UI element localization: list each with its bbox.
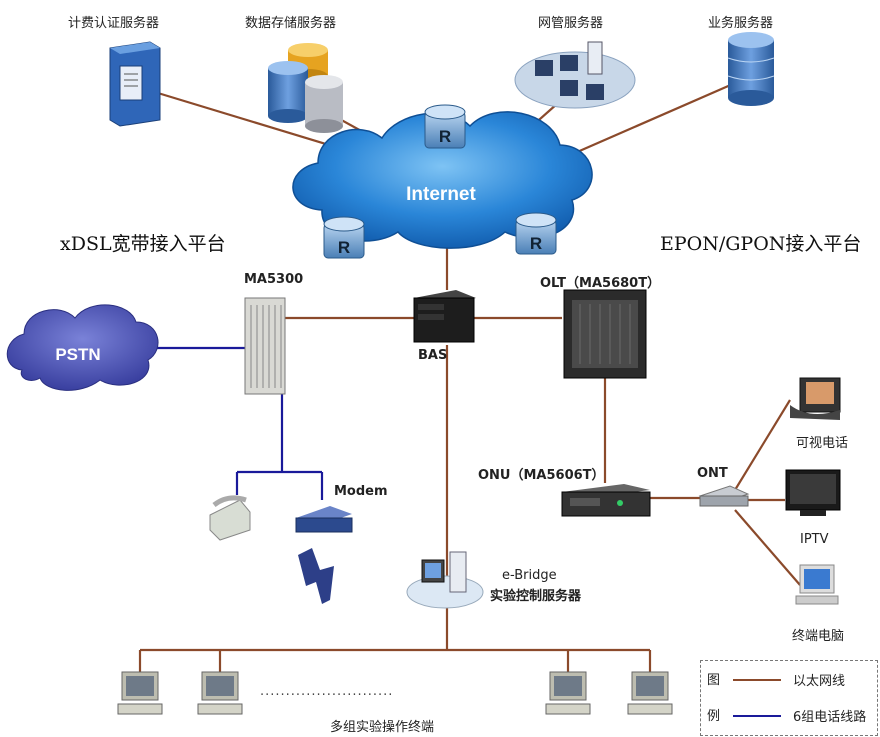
onu-label: ONU（MA5606T） [478, 468, 605, 483]
ma5300-device-icon [244, 297, 286, 395]
link-ont-pc [734, 509, 801, 586]
storage-server-icon [268, 43, 343, 133]
terminal-2-icon [197, 671, 243, 715]
bas-label: BAS [418, 348, 448, 363]
terminal-4-icon [627, 671, 673, 715]
telephone-links [152, 346, 324, 500]
router-top: R [424, 104, 466, 149]
ebridge-label-line1: e-Bridge [502, 568, 557, 583]
link-ont-phone [734, 399, 791, 491]
terminals-label: 多组实验操作终端 [330, 720, 435, 735]
onu-device-icon [561, 484, 651, 517]
xdsl-platform-label: xDSL宽带接入平台 [60, 233, 226, 255]
service-server-label: 业务服务器 [708, 16, 774, 31]
nms-server-label: 网管服务器 [538, 16, 604, 31]
olt-device-icon [563, 289, 647, 379]
modem-label: Modem [334, 484, 388, 499]
video-phone-label: 可视电话 [796, 436, 849, 451]
pstn-label: PSTN [55, 345, 100, 364]
legend: 图 例 以太网线 6组电话线路 [700, 660, 878, 736]
router-right: R [515, 212, 557, 255]
video-phone-icon [790, 377, 841, 420]
legend-title-1: 图 [707, 673, 721, 688]
ebridge-server-icon [406, 551, 484, 609]
ethernet-links [138, 78, 801, 672]
pon-platform-label: EPON/GPON接入平台 [660, 233, 862, 255]
router-letter: R [338, 238, 350, 257]
terminal-pc-label: 终端电脑 [792, 629, 845, 644]
ma5300-label: MA5300 [244, 272, 304, 287]
iptv-label: IPTV [800, 532, 829, 547]
legend-ethernet-swatch [733, 679, 781, 681]
storage-server-label: 数据存储服务器 [245, 16, 337, 31]
router-letter: R [439, 127, 451, 146]
terminal-1-icon [117, 671, 163, 715]
legend-ethernet-label: 以太网线 [793, 674, 846, 689]
link-service-internet [551, 78, 743, 165]
terminals-ellipsis: ·························· [260, 688, 394, 703]
telephone-icon [209, 495, 251, 541]
terminal-3-icon [545, 671, 591, 715]
ont-label: ONT [697, 466, 728, 481]
terminal-pc-icon [795, 564, 839, 605]
nms-server-icon [514, 41, 636, 109]
router-letter: R [530, 234, 542, 253]
legend-title-2: 例 [707, 709, 721, 724]
internet-cloud: Internet [292, 111, 593, 249]
legend-telephone-swatch [733, 715, 781, 717]
pstn-cloud: PSTN [6, 304, 159, 391]
internet-label: Internet [406, 184, 476, 205]
www-icon [298, 548, 334, 604]
billing-server-icon [109, 41, 161, 127]
router-left: R [323, 216, 365, 259]
iptv-icon [785, 469, 841, 516]
service-server-icon [727, 32, 775, 106]
ebridge-label-line2: 实验控制服务器 [490, 589, 582, 604]
billing-server-label: 计费认证服务器 [68, 16, 160, 31]
ont-device-icon [698, 485, 750, 507]
bas-device-icon [413, 290, 476, 343]
legend-telephone-label: 6组电话线路 [793, 710, 867, 725]
modem-icon [295, 506, 353, 533]
olt-label: OLT（MA5680T） [540, 276, 661, 291]
